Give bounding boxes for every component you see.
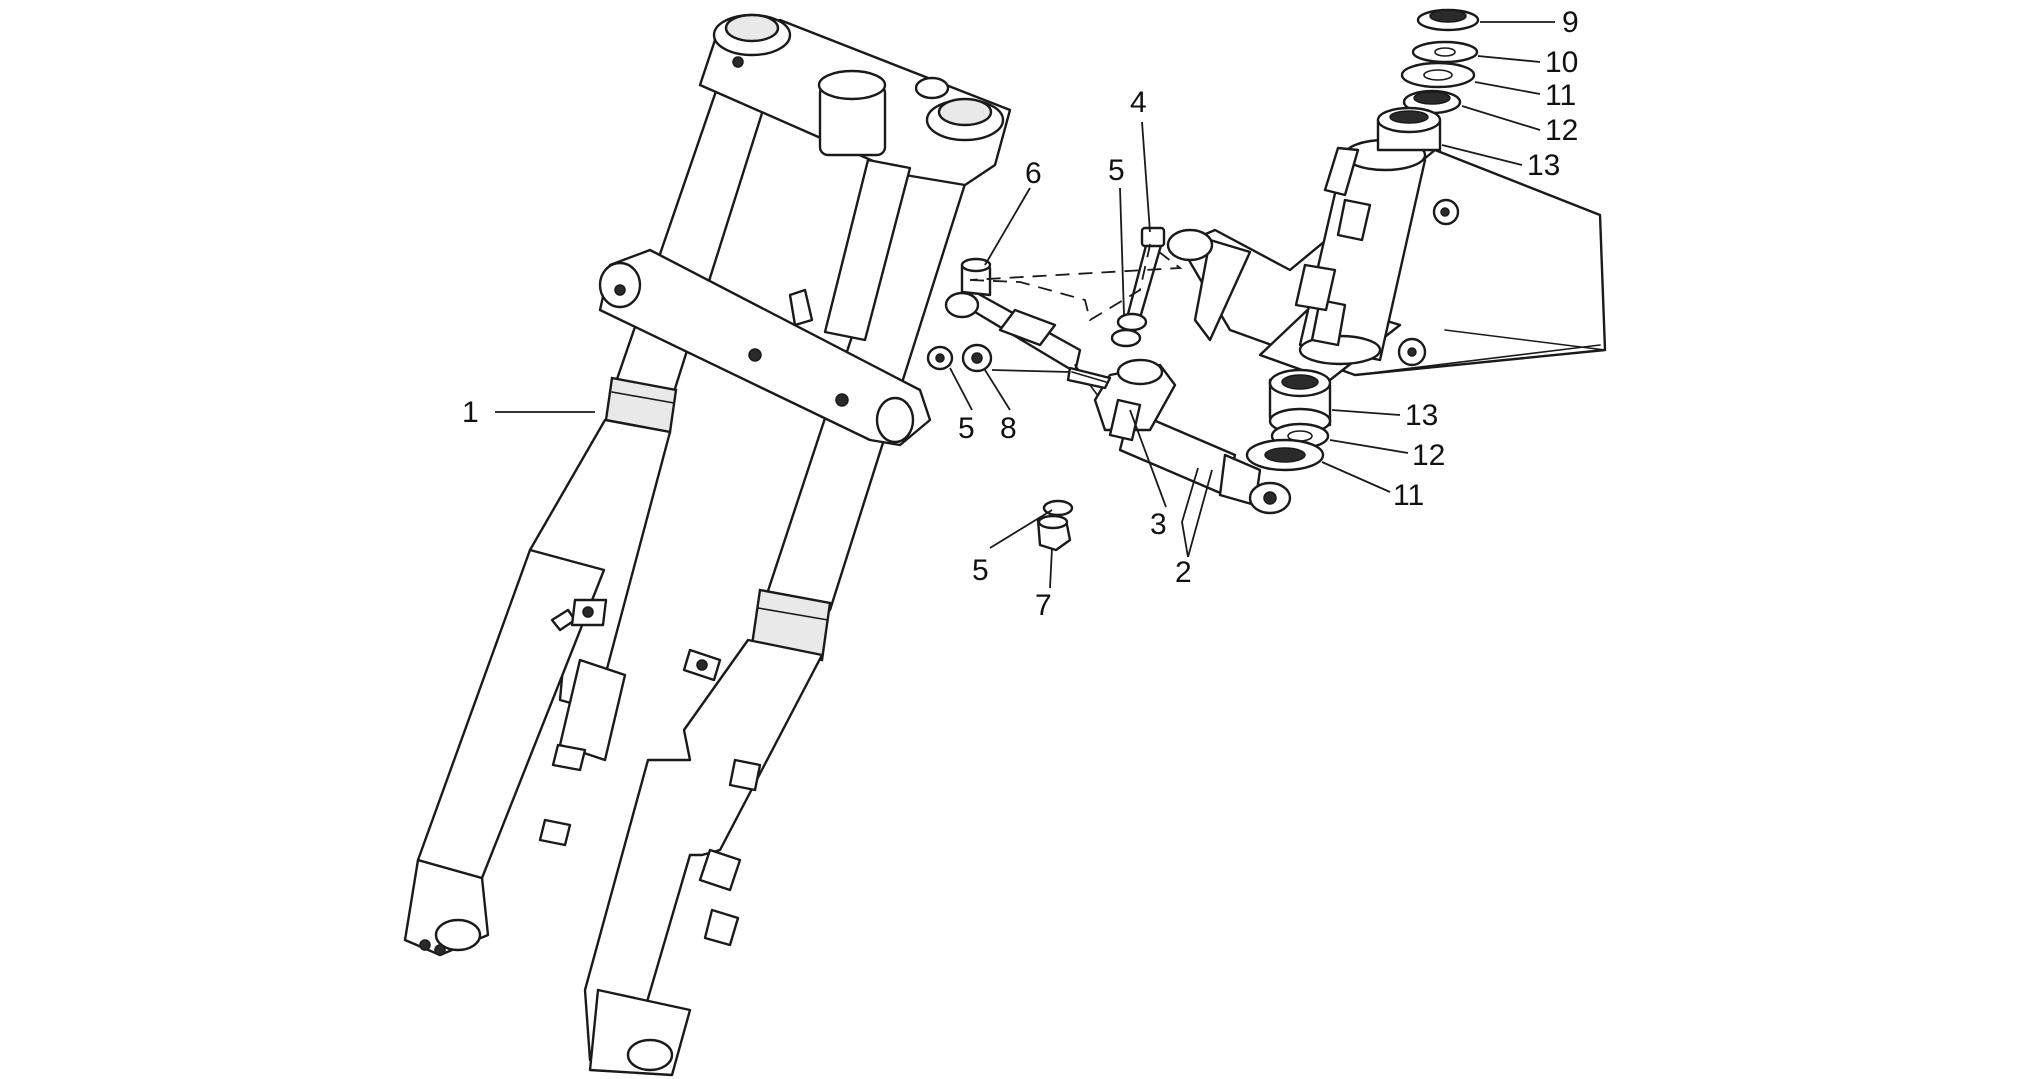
callout-11-lower: 11 [1393,479,1424,512]
nut-7 [1036,514,1072,552]
callout-12-upper: 12 [1545,114,1578,147]
callout-3: 3 [1150,508,1167,541]
callout-10: 10 [1545,46,1578,79]
callout-9: 9 [1562,6,1579,39]
callout-5-left: 5 [958,412,975,445]
damper-clamp [1093,358,1177,442]
fork-leg-right [583,98,992,1077]
callout-1: 1 [462,396,479,429]
callout-13-upper: 13 [1527,149,1560,182]
damper-bolt [1066,366,1112,390]
damper-body [944,290,1292,515]
seal-11-upper [1400,61,1476,89]
callout-6: 6 [1025,157,1042,190]
callout-5-upper: 5 [1108,154,1125,187]
washer-10 [1411,40,1479,64]
callout-11-upper: 11 [1545,79,1576,112]
callout-5-lower: 5 [972,554,989,587]
washer-5-upper [1110,312,1148,348]
bearing-stack-upper [1376,8,1480,152]
top-triple-clamp [698,13,1012,187]
nut-8 [961,343,993,373]
nut-9 [1416,8,1480,32]
frame-headstock [969,138,1607,382]
steering-stem [823,158,912,342]
callout-2: 2 [1175,556,1192,589]
callout-8: 8 [1000,412,1017,445]
bottom-triple-clamp [598,248,932,447]
callouts: 1 2 3 4 5 5 5 6 7 8 9 10 11 12 13 13 12 … [462,6,1579,622]
bearing-stack-lower [1245,368,1332,472]
steering-damper-assembly [926,226,1292,552]
callout-12-lower: 12 [1412,439,1445,472]
leader-lines [495,21,1555,589]
spacer-6 [960,257,992,297]
bolt-4 [1126,226,1166,320]
callout-7: 7 [1035,589,1052,622]
washer-5-left [926,345,954,371]
front-fork-assembly [403,13,1012,1077]
seal-11-lower [1245,438,1325,472]
callout-4: 4 [1130,86,1147,119]
bearing-13-upper [1376,106,1442,152]
callout-13-lower: 13 [1405,399,1438,432]
